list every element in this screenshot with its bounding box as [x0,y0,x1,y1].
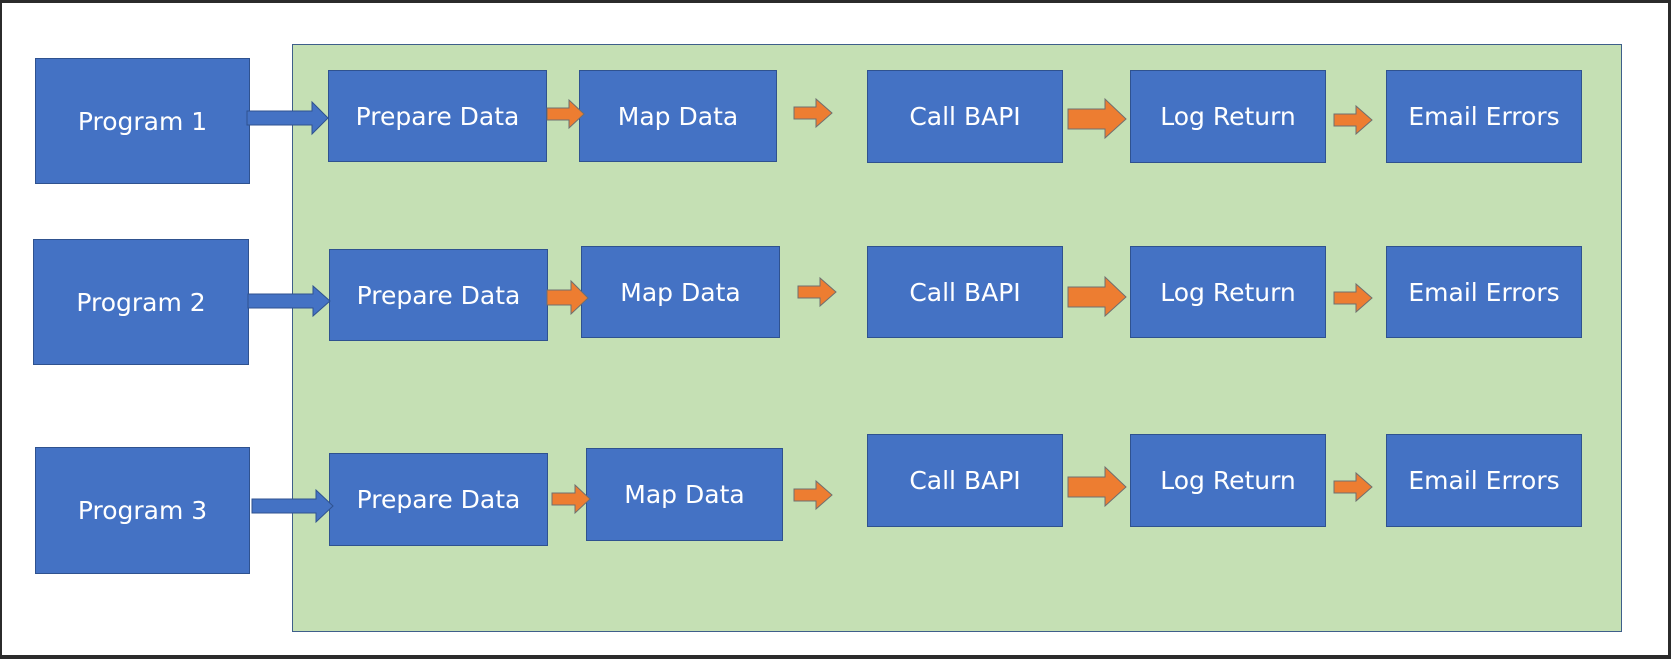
row-2-map-data-label: Map Data [620,277,741,307]
row-2-prepare-data-box: Prepare Data [329,249,548,341]
row-1-arrow-1-icon [546,98,585,130]
row-2-prepare-data-label: Prepare Data [356,280,521,310]
row-1-program-arrow-icon [246,100,329,136]
row-3-call-bapi-label: Call BAPI [909,466,1021,495]
row-1-log-return-box: Log Return [1130,70,1326,163]
row-3-prepare-data-label: Prepare Data [356,485,521,514]
row-3-arrow-2-icon [793,479,833,511]
row-3-arrow-4-icon [1333,471,1373,503]
row-2-email-errors-box: Email Errors [1386,246,1582,338]
row-1-log-return-label: Log Return [1160,102,1296,131]
row-1-arrow-2-icon [793,97,833,129]
program-2-label: Program 2 [76,287,206,317]
row-1-arrow-3-icon [1067,97,1127,140]
diagram-canvas: Program 1 Prepare Data Map Data Call BAP… [2,3,1668,655]
row-2-call-bapi-box: Call BAPI [867,246,1063,338]
row-1-prepare-data-box: Prepare Data [328,70,547,162]
row-2-arrow-4-icon [1333,282,1373,314]
row-3-log-return-label: Log Return [1160,466,1296,495]
row-1-call-bapi-box: Call BAPI [867,70,1063,163]
row-2-arrow-3-icon [1067,275,1127,318]
program-2-box: Program 2 [33,239,249,365]
row-3-email-errors-label: Email Errors [1408,466,1560,495]
row-3-email-errors-box: Email Errors [1386,434,1582,527]
row-1-prepare-data-label: Prepare Data [355,101,520,131]
row-2-email-errors-label: Email Errors [1408,277,1560,307]
row-1-map-data-label: Map Data [617,101,739,131]
row-1-email-errors-box: Email Errors [1386,70,1582,163]
row-2-arrow-1-icon [546,279,589,316]
row-1-email-errors-label: Email Errors [1408,102,1560,131]
row-3-arrow-1-icon [551,483,591,515]
row-2-map-data-box: Map Data [581,246,780,338]
row-3-map-data-label: Map Data [624,480,745,509]
program-1-box: Program 1 [35,58,250,184]
row-3-program-arrow-icon [251,488,334,524]
row-2-arrow-2-icon [797,276,837,308]
row-3-call-bapi-box: Call BAPI [867,434,1063,527]
row-1-arrow-4-icon [1333,104,1373,136]
row-2-log-return-box: Log Return [1130,246,1326,338]
row-1-call-bapi-label: Call BAPI [909,102,1021,131]
row-2-call-bapi-label: Call BAPI [909,277,1021,307]
program-1-label: Program 1 [77,106,208,136]
arrows-layer [246,97,1373,524]
program-3-box: Program 3 [35,447,250,574]
row-3-arrow-3-icon [1067,465,1127,508]
row-3-prepare-data-box: Prepare Data [329,453,548,546]
row-2-program-arrow-icon [247,284,331,318]
row-3-map-data-box: Map Data [586,448,783,541]
row-1-map-data-box: Map Data [579,70,777,162]
program-3-label: Program 3 [77,496,208,525]
row-3-log-return-box: Log Return [1130,434,1326,527]
row-2-log-return-label: Log Return [1160,277,1296,307]
